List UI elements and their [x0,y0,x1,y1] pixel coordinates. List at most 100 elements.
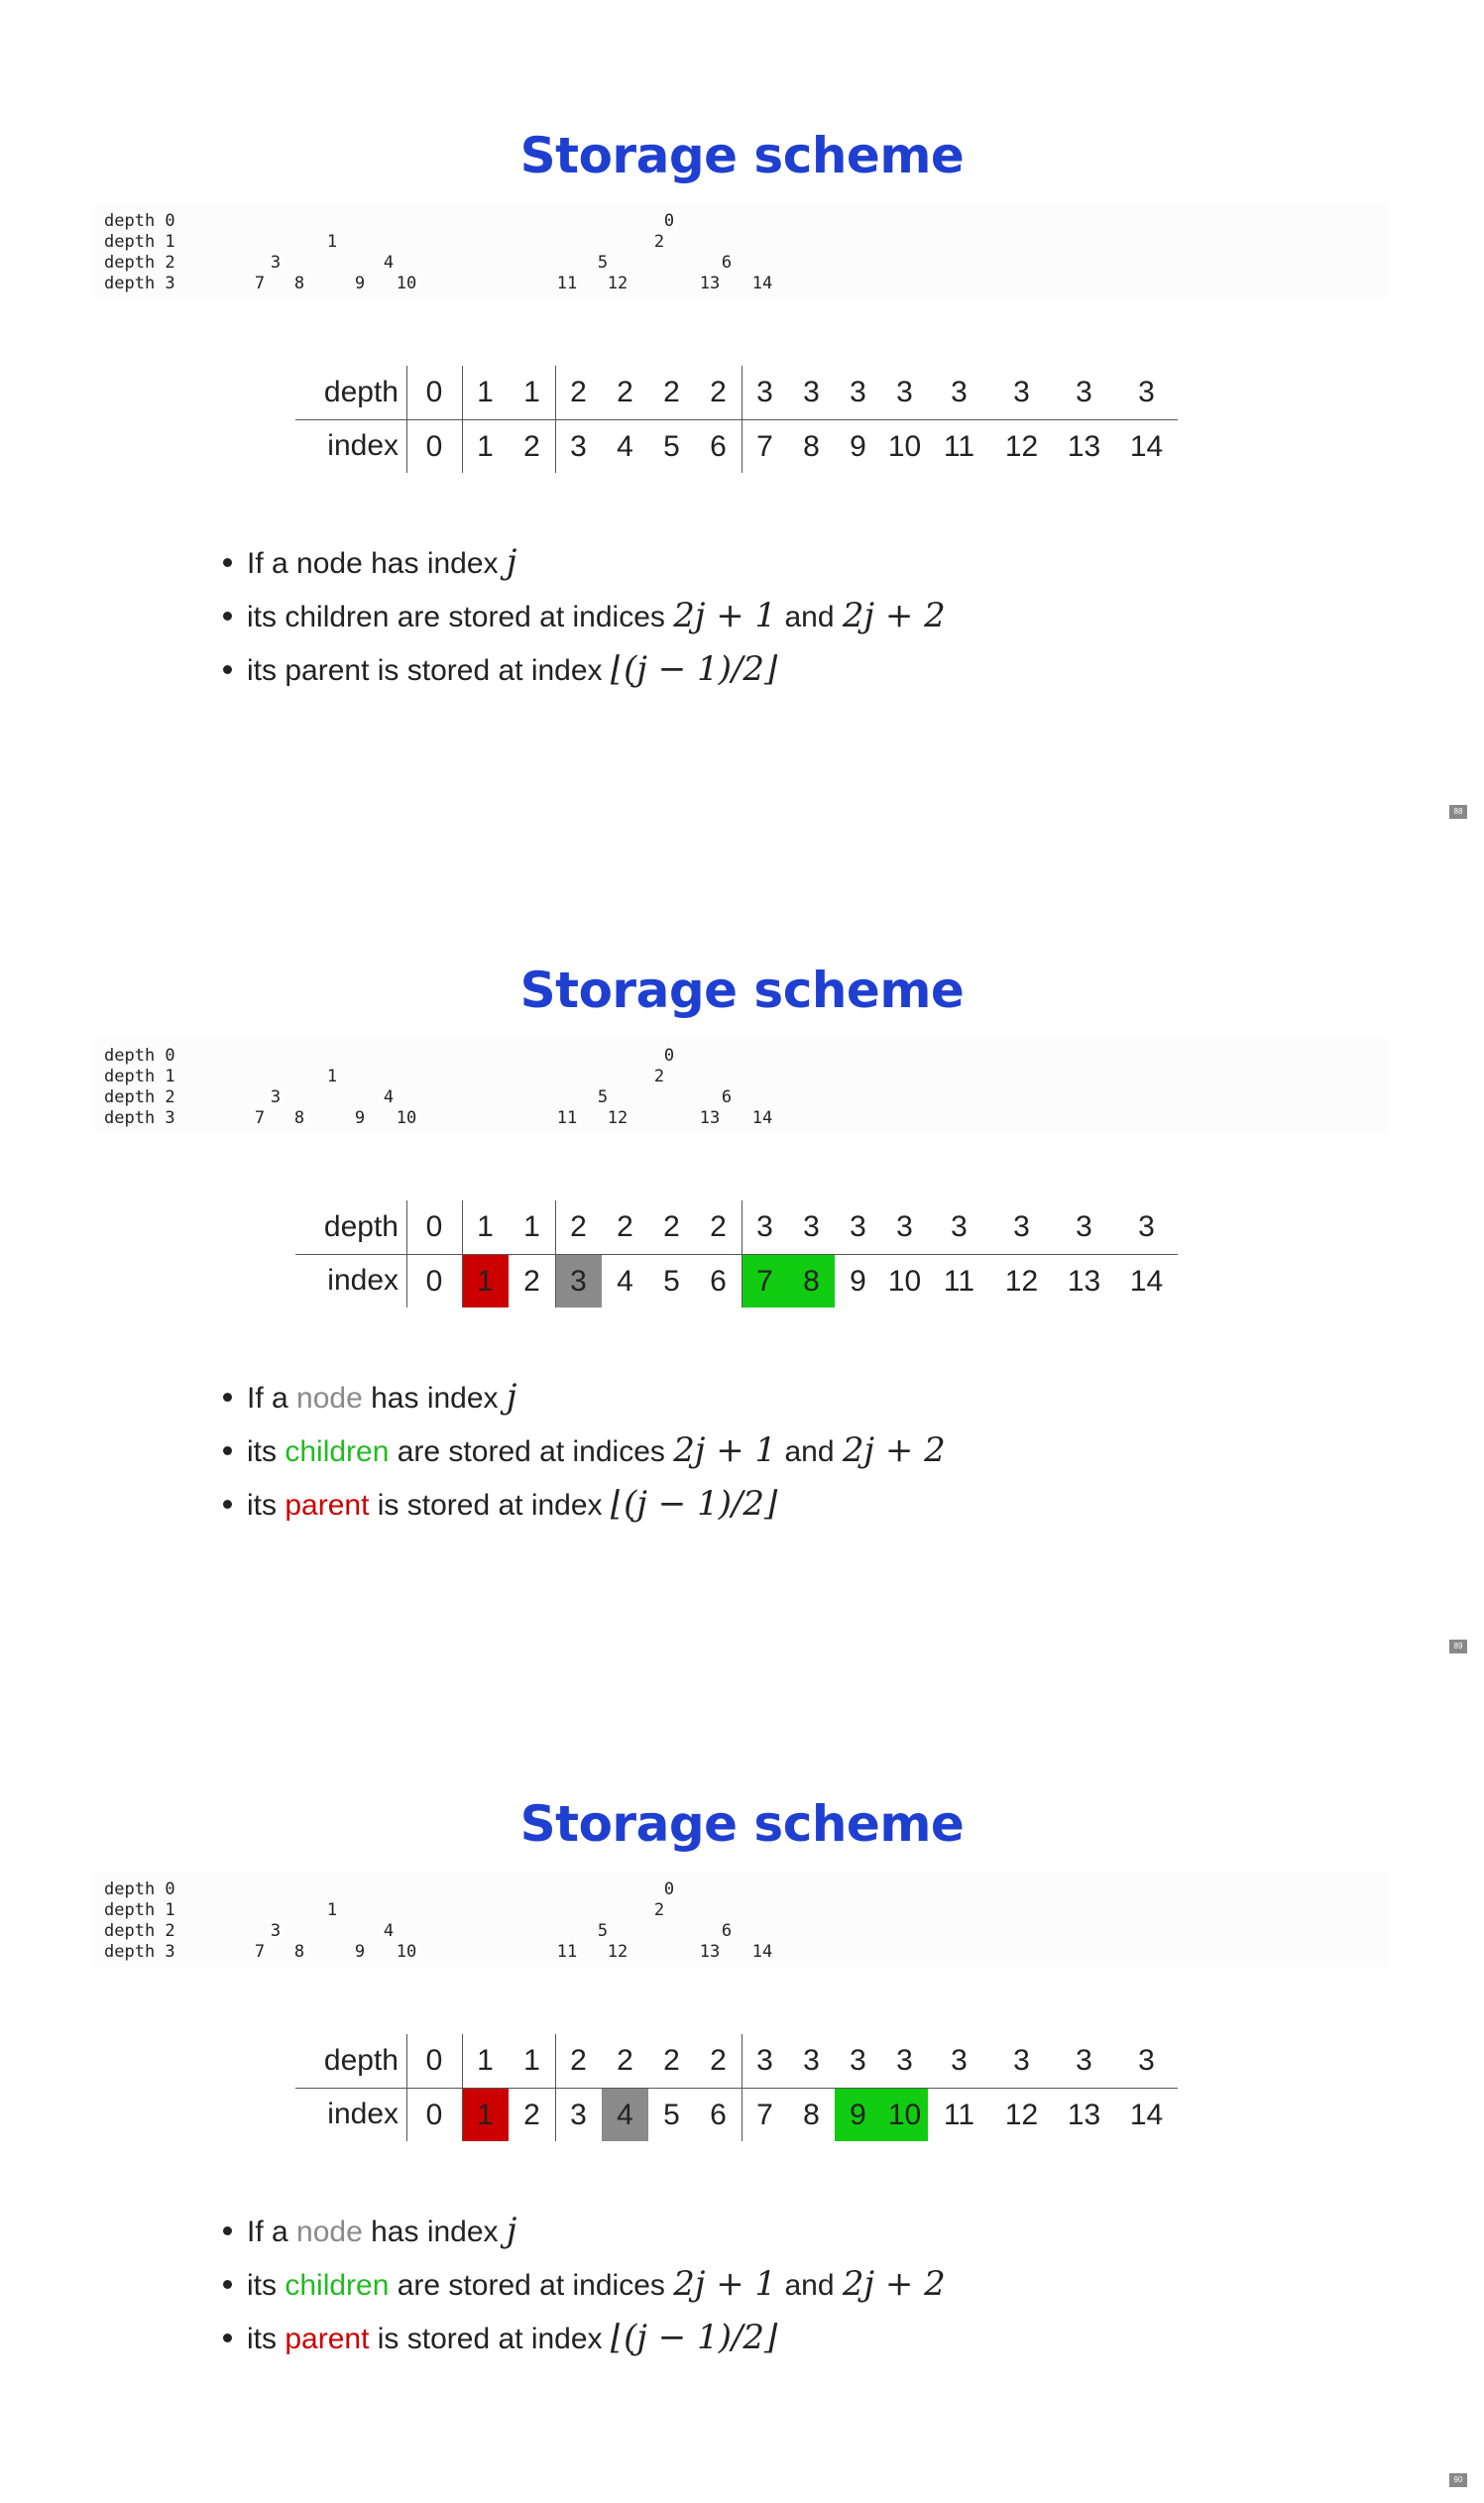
index-cell: 7 [756,2099,773,2132]
bullet-text: has index [362,1381,507,1415]
math-left-child: 2j + 1 [673,1429,777,1470]
tree-node: 13 [699,1942,721,1963]
depth-cell: 3 [1138,1209,1155,1243]
index-cell-highlight-child: 7 [742,1254,788,1308]
tree-node: 10 [396,1107,417,1128]
tree-node: 8 [293,1942,305,1963]
depth-cell: 3 [756,376,773,408]
tree-node: 8 [293,274,305,293]
depth-cell: 3 [1013,2044,1030,2078]
depth-cell: 3 [951,376,968,408]
index-cell: 3 [570,430,587,463]
tree-node: 3 [270,1086,282,1107]
index-cell: 5 [663,430,680,463]
index-cell-highlight-parent: 1 [462,2089,509,2142]
bullet-item: If a node has index j [223,1370,946,1423]
math-parent: ⌊(j − 1)/2⌋ [610,649,778,689]
bullet-text: are stored at indices [389,2269,674,2303]
bullet-text: are stored at indices [389,601,674,633]
index-cell-highlight-node: 4 [602,2089,648,2142]
bullet-item: If a node has index j [223,2204,946,2257]
depth-cell: 3 [896,1209,913,1243]
math-j: j [506,2211,517,2251]
bullet-item: its parent is stored at index ⌊(j − 1)/2… [223,1477,946,1531]
math-right-child: 2j + 2 [842,596,946,635]
index-cell: 9 [850,430,866,463]
index-cell: 14 [1129,2099,1164,2132]
bullet-dot-icon [223,558,232,567]
depth-cell: 3 [803,376,820,408]
table-row-header-index: index [327,1263,399,1297]
index-cell-highlight-child: 9 [835,2089,881,2142]
bullet-text: its [247,2269,285,2303]
bullet-item: its parent is stored at index ⌊(j − 1)/2… [223,642,946,696]
index-cell: 6 [710,430,727,463]
tree-node: 6 [721,1921,733,1942]
bullet-text: its [247,601,285,633]
bullet-text: has index [362,2216,507,2249]
bullet-text: If a [247,1381,297,1415]
depth-cell: 3 [1076,376,1092,408]
index-cell: 10 [887,1264,922,1298]
tree-node: 10 [396,1942,417,1963]
index-cell: 13 [1067,2099,1101,2132]
node-term: node [296,547,363,580]
bullet-text: is stored at index [369,2323,611,2356]
tree-node: 9 [354,1107,366,1128]
depth-cell: 1 [523,1209,540,1243]
tree-node: 11 [556,274,578,293]
tree-depth-label: depth 3 [104,274,175,293]
tree-node: 11 [556,1942,578,1963]
index-cell: 13 [1067,430,1101,463]
tree-node: 4 [383,253,395,273]
math-j: j [506,1376,517,1417]
table-divider [295,419,1178,420]
index-cell-highlight-child: 8 [788,1254,835,1308]
index-cell-highlight-node: 3 [555,1254,602,1308]
tree-node: 12 [607,1942,628,1963]
math-left-child: 2j + 1 [673,596,777,635]
depth-cell: 2 [663,2044,680,2078]
index-cell: 0 [425,2099,443,2132]
tree-node: 1 [326,1066,338,1086]
depth-cell: 2 [710,376,727,408]
index-cell: 8 [803,2099,820,2132]
tree-node: 12 [607,274,628,293]
depth-cell: 3 [803,2044,820,2078]
depth-cell: 3 [896,2044,913,2078]
depth-cell: 2 [617,2044,633,2078]
depth-cell: 3 [951,2044,968,2078]
bullet-text: its [247,654,285,687]
tree-node: 14 [751,1942,773,1963]
depth-cell: 2 [663,1209,680,1243]
index-cell: 2 [523,2099,540,2132]
index-cell: 5 [663,1264,680,1298]
tree-node: 0 [663,1045,675,1066]
bullet-item: its children are stored at indices 2j + … [223,589,946,642]
table-row-header-index: index [327,2098,399,2131]
tree-node: 8 [293,1107,305,1128]
tree-node: 5 [597,253,609,273]
table-divider [295,1253,1178,1255]
bullet-dot-icon [223,1392,232,1402]
depth-cell: 0 [425,1209,443,1243]
page-number-badge: 90 [1449,2473,1467,2488]
depth-cell: 2 [710,1209,727,1243]
node-term: node [296,2216,363,2249]
tree-node: 3 [270,1921,282,1942]
tree-node: 14 [751,274,773,293]
